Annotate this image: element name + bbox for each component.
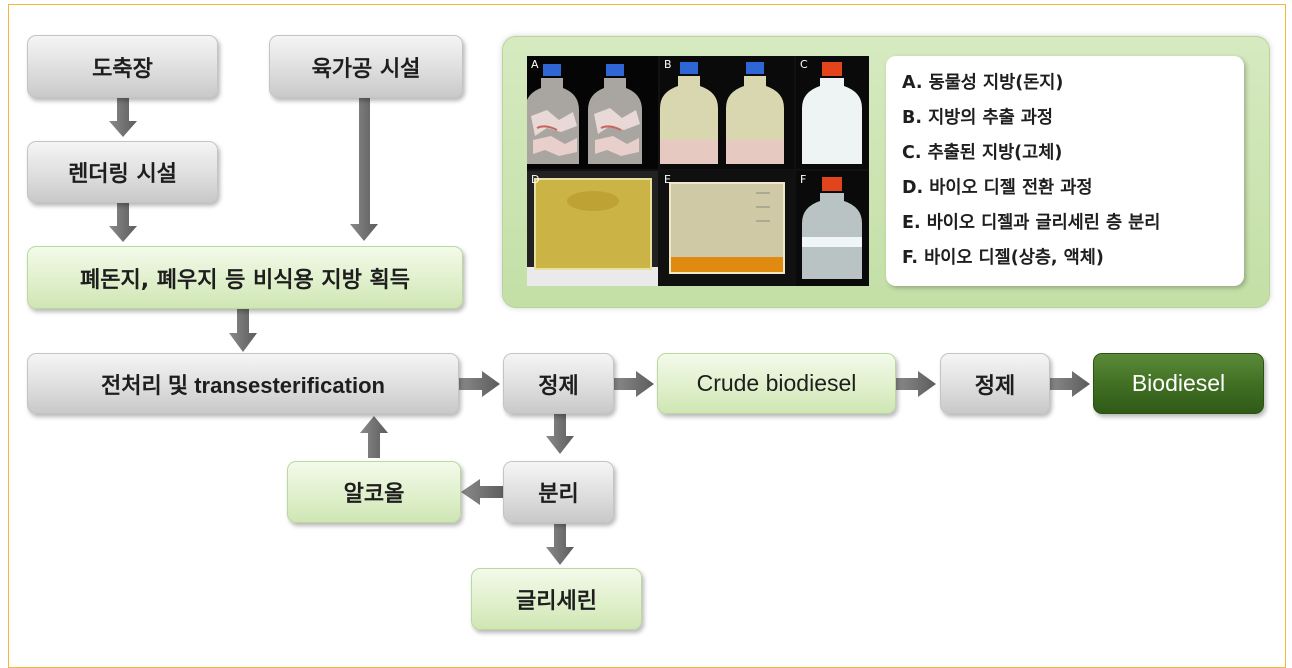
photo-f: F bbox=[796, 171, 869, 286]
arrow-separation-to-glycerin bbox=[546, 524, 574, 565]
photo-b: B bbox=[660, 56, 794, 169]
arrow-purify-to-separation bbox=[546, 414, 574, 454]
photo-f-image bbox=[802, 177, 862, 279]
photo-grid: A B C D bbox=[527, 56, 869, 286]
photo-a-image bbox=[527, 64, 642, 164]
meat-processing-box: 육가공 시설 bbox=[269, 35, 463, 98]
arrow-crude-to-purify bbox=[896, 371, 936, 397]
legend-item-d: D. 바이오 디젤 전환 과정 bbox=[902, 178, 1093, 198]
arrow-meat-to-fat bbox=[350, 98, 378, 241]
arrow-purify-to-biodiesel bbox=[1050, 371, 1090, 397]
photo-e-image bbox=[669, 182, 785, 274]
legend-item-f: F. 바이오 디젤(상층, 액체) bbox=[902, 248, 1104, 268]
photo-label-d: D bbox=[531, 173, 540, 186]
photo-label-e: E bbox=[664, 173, 671, 186]
pretreatment-box: 전처리 및 transesterification bbox=[27, 353, 459, 414]
legend-item-e: E. 바이오 디젤과 글리세린 층 분리 bbox=[902, 213, 1161, 233]
rendering-box: 렌더링 시설 bbox=[27, 141, 218, 203]
crude-biodiesel-label: Crude biodiesel bbox=[696, 370, 857, 396]
slaughterhouse-box: 도축장 bbox=[27, 35, 218, 98]
legend-item-a: A. 동물성 지방(돈지) bbox=[902, 73, 1064, 93]
crude-biodiesel-box: Crude biodiesel bbox=[657, 353, 896, 414]
arrow-slaughter-to-rendering bbox=[109, 98, 137, 137]
photo-legend: A. 동물성 지방(돈지) B. 지방의 추출 과정 C. 추출된 지방(고체)… bbox=[886, 56, 1244, 286]
photo-c: C bbox=[796, 56, 869, 169]
photo-label-a: A bbox=[531, 58, 539, 71]
alcohol-box: 알코올 bbox=[287, 461, 461, 523]
photo-label-c: C bbox=[800, 58, 808, 71]
photo-d: D bbox=[527, 171, 658, 286]
purification-box-2: 정제 bbox=[940, 353, 1050, 414]
arrow-alcohol-to-pretreatment bbox=[360, 416, 388, 458]
pretreatment-label: 전처리 및 transesterification bbox=[101, 372, 385, 398]
separation-box: 분리 bbox=[503, 461, 614, 523]
arrow-separation-to-alcohol bbox=[461, 479, 505, 505]
photo-label-b: B bbox=[664, 58, 672, 71]
photo-label-f: F bbox=[800, 173, 807, 186]
arrow-rendering-to-fat bbox=[109, 203, 137, 242]
purification-box-1: 정제 bbox=[503, 353, 614, 414]
photo-c-image bbox=[802, 62, 862, 164]
arrow-purify-to-crude bbox=[614, 371, 654, 397]
photo-d-image bbox=[527, 178, 658, 286]
arrow-pretreatment-to-purify bbox=[459, 371, 500, 397]
fat-acquisition-box: 폐돈지, 폐우지 등 비식용 지방 획득 bbox=[27, 246, 463, 309]
photo-b-image bbox=[660, 62, 784, 164]
legend-item-b: B. 지방의 추출 과정 bbox=[902, 108, 1053, 128]
photo-e: E bbox=[660, 171, 794, 286]
arrow-fat-to-pretreatment bbox=[229, 309, 257, 352]
biodiesel-label: Biodiesel bbox=[1131, 370, 1226, 396]
legend-item-c: C. 추출된 지방(고체) bbox=[902, 143, 1063, 163]
glycerin-box: 글리세린 bbox=[471, 568, 642, 630]
photo-a: A bbox=[527, 56, 658, 169]
biodiesel-box: Biodiesel bbox=[1093, 353, 1264, 414]
